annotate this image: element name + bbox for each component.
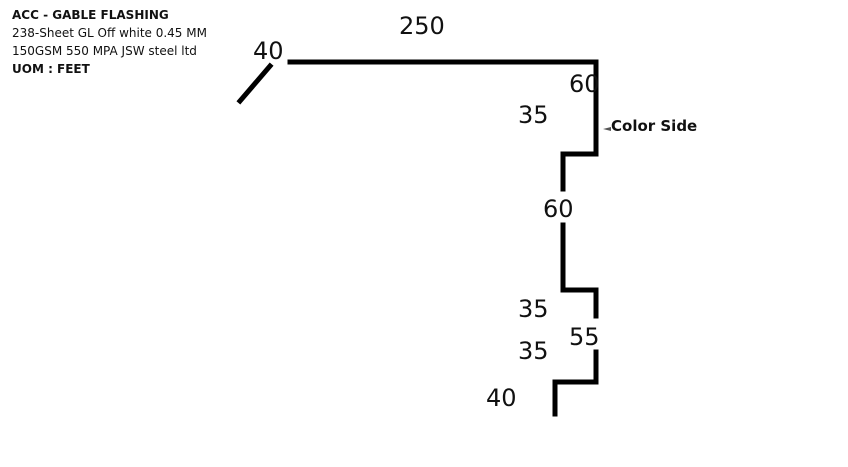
product-title: ACC - GABLE FLASHING [12, 8, 169, 22]
color-side-label: Color Side [611, 117, 697, 135]
unit-of-measure: UOM : FEET [12, 62, 90, 76]
dim-middle-drop: 60 [543, 195, 574, 223]
dim-bottom-foot: 40 [486, 384, 517, 412]
color-side-arrow-icon [603, 127, 611, 131]
dim-lower-drop: 55 [569, 323, 600, 351]
flashing-profile-outline [236, 59, 599, 417]
bottom-profile-segment [552, 349, 599, 417]
lower-profile-segment [560, 222, 599, 319]
product-info-panel: ACC - GABLE FLASHING 238-Sheet GL Off wh… [12, 6, 212, 78]
dim-top-length: 250 [399, 12, 445, 40]
product-description: 238-Sheet GL Off white 0.45 MM 150GSM 55… [12, 26, 207, 58]
dim-lower-step-b: 35 [518, 337, 549, 365]
dim-upper-step: 35 [518, 101, 549, 129]
left-hem-segment [236, 62, 274, 105]
dim-lower-step-a: 35 [518, 295, 549, 323]
dim-top-left-flange: 40 [253, 37, 284, 65]
main-profile-segment [287, 59, 599, 192]
dim-top-right-drop: 60 [569, 70, 600, 98]
